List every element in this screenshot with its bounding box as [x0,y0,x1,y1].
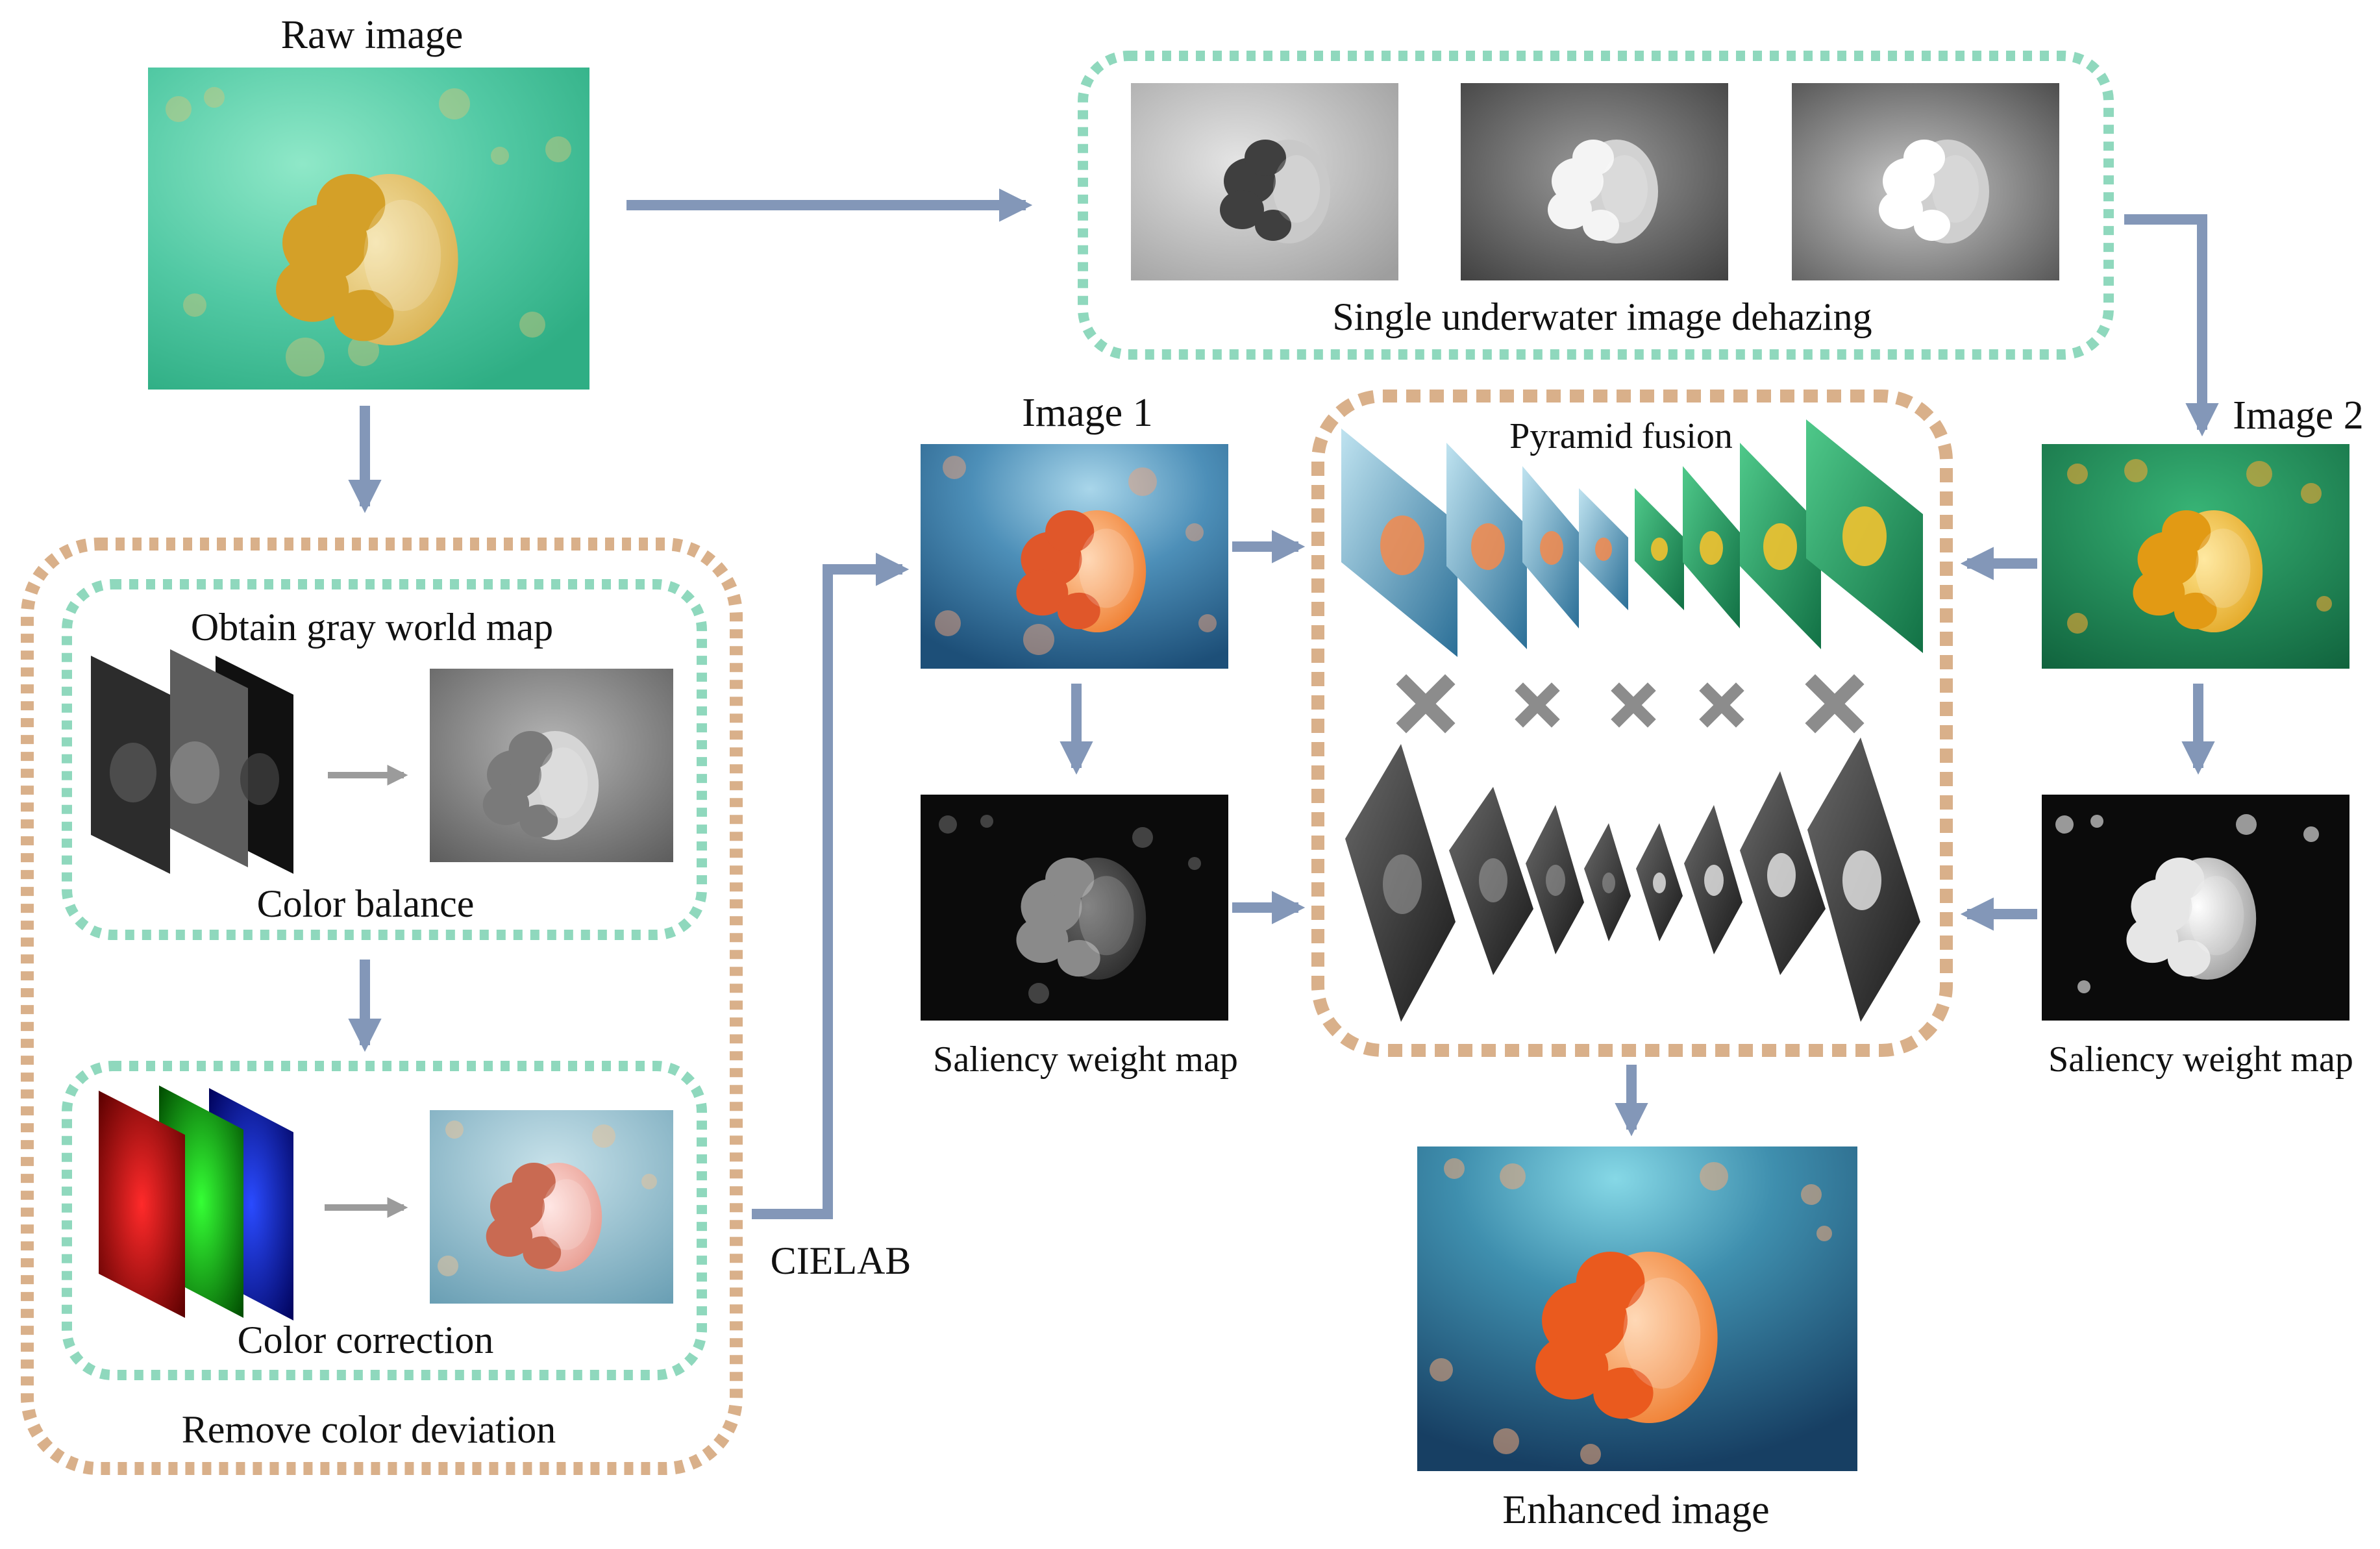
pyramid-fusion-label: Pyramid fusion [1509,416,1733,456]
image-1 [921,444,1228,669]
multiply-icon [1515,682,1560,728]
cielab-label: CIELAB [771,1239,911,1282]
raw-image-label: Raw image [281,13,464,57]
color-correction-group [62,1061,707,1380]
enhanced-image-label: Enhanced image [1502,1488,1769,1532]
multiply-icon [1611,682,1656,728]
saliency-map-1 [921,795,1228,1021]
flow-arrows [325,188,2219,1219]
dehazing-image-1 [1131,83,1398,280]
arrow-cielab-to-image1 [752,552,910,1219]
image-2 [2042,444,2349,669]
image-2-label: Image 2 [2233,393,2363,438]
color-correction-image [430,1110,673,1304]
saliency-1-label: Saliency weight map [933,1039,1238,1080]
pyramid-color-layers [1341,419,1923,657]
saliency-map-2 [2042,795,2349,1021]
dehazing-label: Single underwater image dehazing [1332,295,1872,338]
multiply-icon [1699,682,1744,728]
pyramid-fusion-group [1311,390,1953,1057]
enhanced-image [1417,1146,1857,1471]
color-correction-label: Color correction [238,1319,494,1361]
saliency-2-label: Saliency weight map [2048,1039,2353,1080]
arrow-dehazing-to-image2 [2124,214,2219,437]
dehazing-image-2 [1461,83,1728,280]
multiply-icon [1805,674,1865,734]
color-balance-label: Color balance [257,882,475,925]
diagram-labels: Raw image Single underwater image dehazi… [182,13,2364,1532]
dehazing-image-3 [1792,83,2059,280]
multiply-icon [1396,674,1456,734]
color-balance-image [430,669,673,862]
image-1-label: Image 1 [1022,391,1152,435]
pyramid-weight-layers [1345,737,1920,1022]
remove-deviation-group [21,538,743,1475]
gray-world-group [62,579,707,940]
raw-image [148,68,589,390]
rgb-channel-stack [99,1085,293,1320]
remove-deviation-label: Remove color deviation [182,1408,556,1451]
gray-channel-stack [91,649,293,874]
gray-world-label: Obtain gray world map [191,606,553,649]
fusion-multiply-row [1396,674,1865,734]
